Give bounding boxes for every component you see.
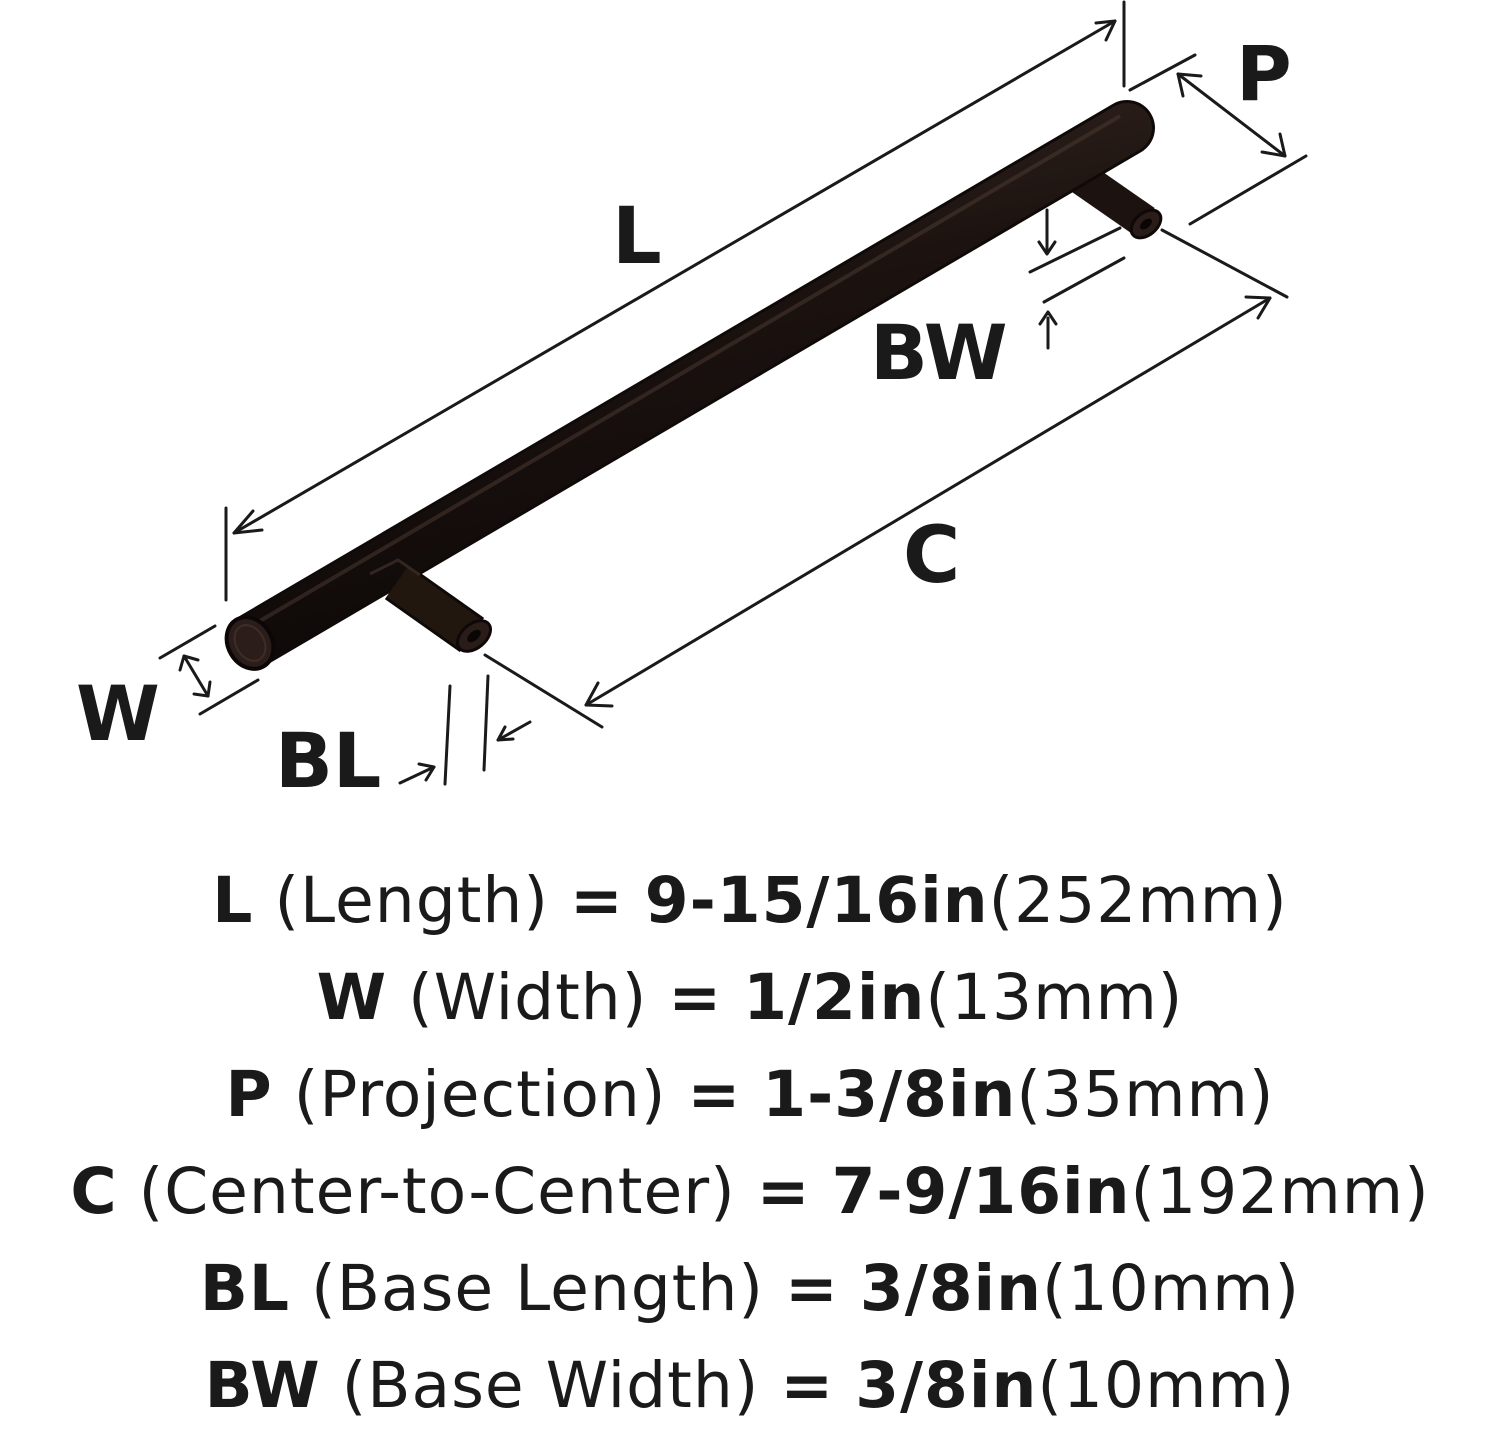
- bar-pull-handle: [224, 100, 1163, 671]
- label-BW: BW: [870, 308, 1008, 397]
- spec-metric: (35mm): [1016, 1058, 1275, 1131]
- left-post: [369, 558, 492, 653]
- spec-equals: =: [780, 1349, 835, 1422]
- spec-equals: =: [687, 1058, 742, 1131]
- spec-imperial: 1-3/8in: [762, 1058, 1017, 1131]
- spec-imperial: 3/8in: [859, 1252, 1043, 1325]
- spec-desc: (Base Width): [341, 1349, 760, 1422]
- spec-imperial: 7-9/16in: [831, 1155, 1131, 1228]
- spec-key: BW: [204, 1349, 321, 1422]
- spec-key: C: [70, 1155, 118, 1228]
- spec-equals: =: [785, 1252, 839, 1325]
- spec-metric: (10mm): [1037, 1349, 1296, 1422]
- spec-metric: (10mm): [1042, 1252, 1301, 1325]
- spec-equals: =: [756, 1155, 811, 1228]
- spec-desc: (Center-to-Center): [138, 1155, 736, 1228]
- base-length-dimension: BL: [275, 674, 532, 805]
- spec-imperial: 1/2in: [743, 961, 926, 1034]
- spec-row-base-width: BW (Base Width) = 3/8in(10mm): [0, 1337, 1500, 1434]
- label-C: C: [903, 511, 960, 601]
- spec-key: W: [316, 961, 388, 1034]
- length-dimension: L: [224, 0, 1126, 602]
- projection-dimension: P: [1128, 29, 1308, 226]
- spec-row-center-to-center: C (Center-to-Center) = 7-9/16in(192mm): [0, 1143, 1500, 1240]
- spec-desc: (Width): [408, 961, 648, 1034]
- spec-metric: (192mm): [1130, 1155, 1430, 1228]
- spec-desc: (Base Length): [311, 1252, 765, 1325]
- spec-row-width: W (Width) = 1/2in(13mm): [0, 949, 1500, 1046]
- spec-metric: (13mm): [925, 961, 1184, 1034]
- spec-list: L (Length) = 9-15/16in(252mm) W (Width) …: [0, 852, 1500, 1434]
- spec-equals: =: [569, 864, 624, 937]
- label-L: L: [612, 192, 662, 282]
- width-dimension: W: [76, 624, 260, 758]
- spec-row-length: L (Length) = 9-15/16in(252mm): [0, 852, 1500, 949]
- spec-imperial: 3/8in: [855, 1349, 1038, 1422]
- label-P: P: [1236, 29, 1292, 118]
- spec-row-projection: P (Projection) = 1-3/8in(35mm): [0, 1046, 1500, 1143]
- spec-key: L: [212, 864, 254, 937]
- handle-dimension-diagram: L P BW C W: [76, 0, 1308, 805]
- center-to-center-dimension: C: [483, 228, 1289, 729]
- spec-row-base-length: BL (Base Length) = 3/8in(10mm): [0, 1240, 1500, 1337]
- spec-key: BL: [199, 1252, 291, 1325]
- spec-imperial: 9-15/16in: [644, 864, 989, 937]
- label-BL: BL: [275, 716, 381, 805]
- base-width-dimension: BW: [870, 208, 1126, 397]
- spec-desc: (Projection): [293, 1058, 667, 1131]
- spec-desc: (Length): [274, 864, 549, 937]
- spec-key: P: [225, 1058, 273, 1131]
- handle-rod: [224, 100, 1155, 671]
- label-W: W: [76, 669, 160, 758]
- spec-equals: =: [668, 961, 723, 1034]
- spec-metric: (252mm): [988, 864, 1288, 937]
